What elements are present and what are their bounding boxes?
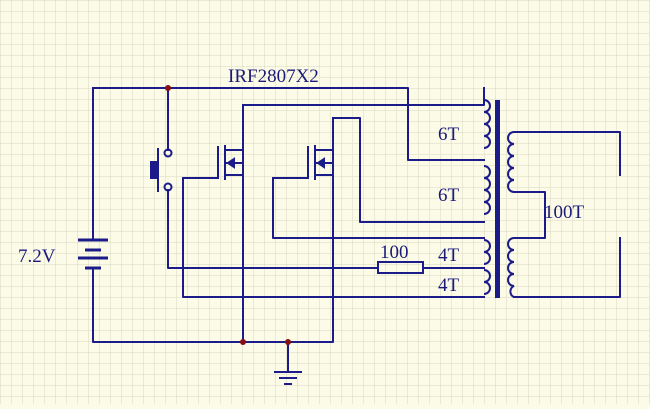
junction-top [165, 85, 171, 91]
secondary-100t-label: 100T [544, 202, 585, 223]
secondary-top-wire [513, 131, 621, 176]
junction-ground [285, 339, 291, 345]
ground-symbol [274, 342, 302, 385]
mosfet-1 [217, 145, 243, 180]
resistor-label: 100 [380, 242, 409, 263]
battery-symbol [78, 238, 108, 270]
secondary-bottom-wire [513, 237, 621, 298]
gate1-feed-wire [182, 177, 485, 298]
gate2-feed-wire [272, 177, 485, 239]
transformer-secondary [507, 131, 515, 298]
mosfet-2 [307, 145, 333, 180]
transformer-core [495, 100, 500, 298]
winding-6t-mid-label: 6T [438, 185, 460, 206]
winding-4t-lower-label: 4T [438, 275, 460, 296]
transformer-primary [483, 99, 491, 295]
secondary-tap-wire [513, 191, 546, 239]
push-switch [150, 148, 173, 192]
ground-rail-wire [92, 267, 334, 343]
top-rail-wire [92, 87, 485, 161]
junction-dots [165, 85, 291, 345]
mosfet2-drain-wire [332, 117, 485, 223]
winding-6t-top-label: 6T [438, 124, 460, 145]
title-label: IRF2807X2 [228, 66, 319, 87]
junction-mosfet1-ground [240, 339, 246, 345]
switch-bottom-wire [167, 189, 379, 269]
battery-voltage-label: 7.2V [18, 246, 56, 267]
winding-4t-upper-label: 4T [438, 245, 460, 266]
mosfet1-drain-top-wire [242, 87, 485, 106]
resistor-100 [377, 261, 424, 274]
